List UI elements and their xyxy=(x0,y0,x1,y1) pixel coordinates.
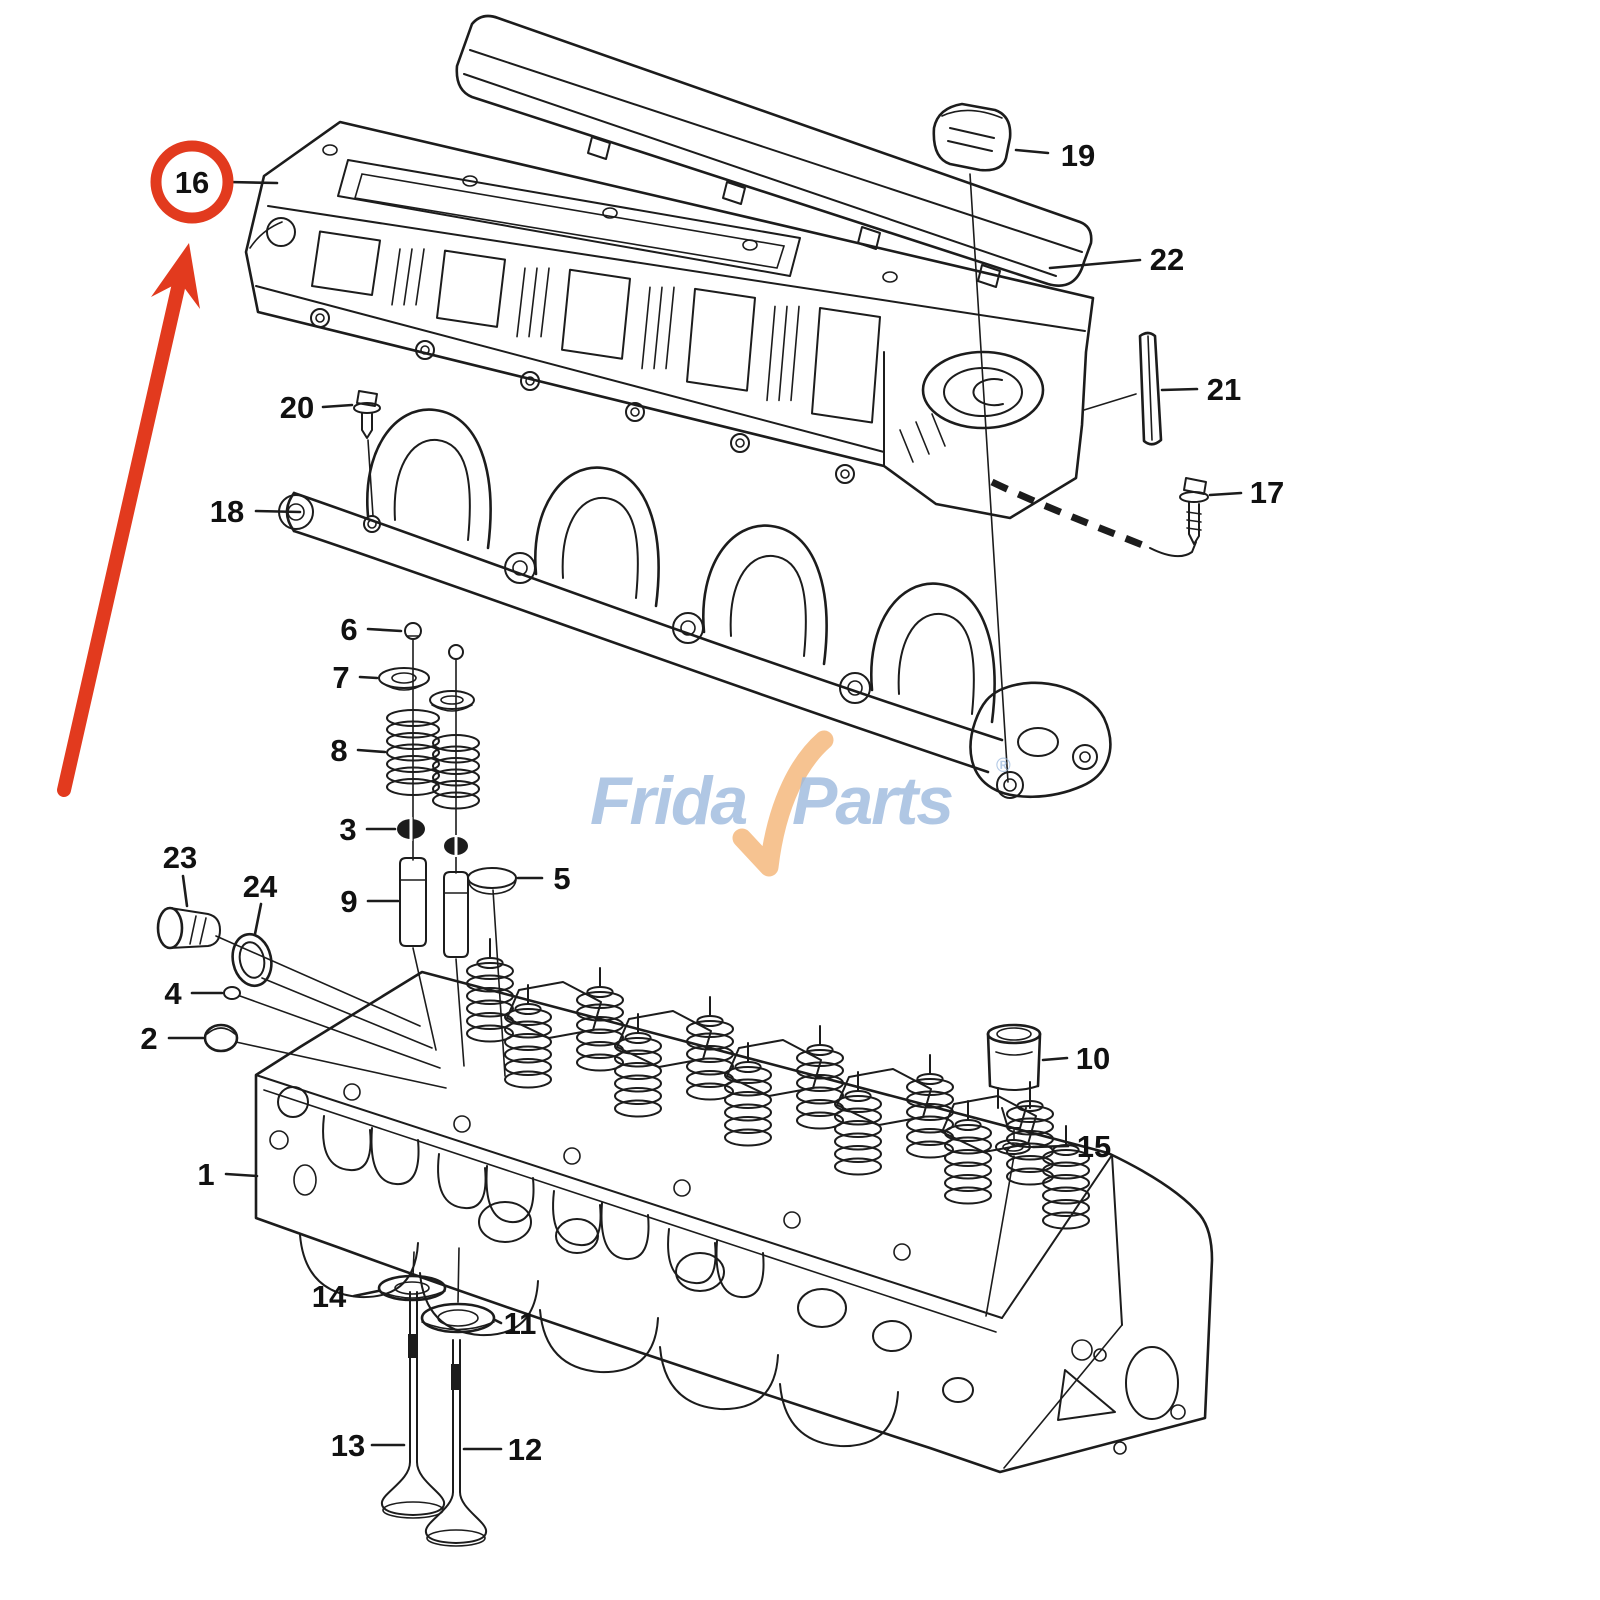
bolt-20-drawing xyxy=(353,390,381,517)
callout-number-12: 12 xyxy=(508,1432,542,1467)
callout-number-11: 11 xyxy=(504,1306,537,1341)
callout-number-17: 17 xyxy=(1250,475,1284,510)
cam-cover-strip-drawing xyxy=(455,14,1093,287)
callout-number-2: 2 xyxy=(140,1021,157,1056)
callout-number-13: 13 xyxy=(331,1428,365,1463)
callout-number-4: 4 xyxy=(164,976,182,1011)
cylinder-head-drawing xyxy=(254,970,1214,1474)
valve-washer-14-drawing xyxy=(377,1274,447,1302)
gasket-generated-details xyxy=(278,494,1098,799)
callout-leader-11 xyxy=(493,1318,503,1325)
callout-leader-1 xyxy=(224,1172,259,1178)
callout-leader-24 xyxy=(253,902,263,936)
callout-number-22: 22 xyxy=(1150,242,1184,277)
cover-generated-details xyxy=(310,136,1001,484)
callout-leader-15 xyxy=(1031,1144,1070,1149)
plug-and-seals-drawing xyxy=(156,906,447,1089)
callout-leader-20 xyxy=(321,403,354,409)
red-highlight-marker xyxy=(57,243,200,797)
callout-number-9: 9 xyxy=(340,884,357,919)
seal-strip-drawing xyxy=(1083,331,1163,446)
callout-leader-23 xyxy=(181,874,189,908)
callout-number-8: 8 xyxy=(330,733,347,768)
callout-leader-22 xyxy=(1048,258,1142,270)
head-generated-details xyxy=(299,938,1090,1448)
watermark-logo: Frida Parts ® xyxy=(590,730,1011,877)
callout-leader-10 xyxy=(1041,1056,1069,1062)
valve-cover-drawing xyxy=(244,120,1095,520)
watermark-check-icon xyxy=(732,730,834,877)
watermark-text-right: Parts xyxy=(792,763,952,839)
callout-leader-21 xyxy=(1160,387,1199,392)
oil-filler-cap-drawing xyxy=(932,102,1012,783)
callout-number-18: 18 xyxy=(210,494,244,529)
callout-leader-7 xyxy=(358,675,379,680)
highlight-arrow-head xyxy=(151,243,200,309)
callout-number-14: 14 xyxy=(312,1279,347,1314)
valve-springs-drawing xyxy=(386,709,480,810)
valve-13-drawing xyxy=(380,1291,446,1519)
callout-number-7: 7 xyxy=(332,660,349,695)
callout-leader-17 xyxy=(1208,491,1243,497)
callout-number-24: 24 xyxy=(243,869,278,904)
callout-number-15: 15 xyxy=(1077,1129,1111,1164)
callout-number-16: 16 xyxy=(175,165,209,200)
callout-leader-6 xyxy=(366,627,403,633)
callout-leader-18 xyxy=(254,509,302,514)
callout-number-5: 5 xyxy=(553,861,570,896)
callout-number-23: 23 xyxy=(163,840,197,875)
watermark-registered-mark: ® xyxy=(996,755,1011,777)
bolt-17-drawing xyxy=(990,477,1209,558)
valve-seat-11-drawing xyxy=(420,1302,496,1334)
valve-train-parts-drawing xyxy=(378,622,517,1077)
callout-number-10: 10 xyxy=(1076,1041,1110,1076)
highlight-arrow-shaft xyxy=(57,281,185,797)
callout-number-21: 21 xyxy=(1207,372,1241,407)
callout-leader-16 xyxy=(227,180,279,185)
callout-number-6: 6 xyxy=(340,612,357,647)
callout-number-19: 19 xyxy=(1061,138,1095,173)
callout-number-1: 1 xyxy=(197,1157,214,1192)
watermark-text-left: Frida xyxy=(590,763,746,839)
callout-leader-19 xyxy=(1014,148,1050,155)
valve-12-drawing xyxy=(424,1339,488,1547)
highlight-circle xyxy=(150,140,234,224)
callout-leader-14 xyxy=(352,1289,380,1298)
gasket-drawing xyxy=(285,408,1112,799)
callout-number-3: 3 xyxy=(339,812,356,847)
callout-leader-8 xyxy=(356,748,387,754)
callout-number-20: 20 xyxy=(280,390,314,425)
